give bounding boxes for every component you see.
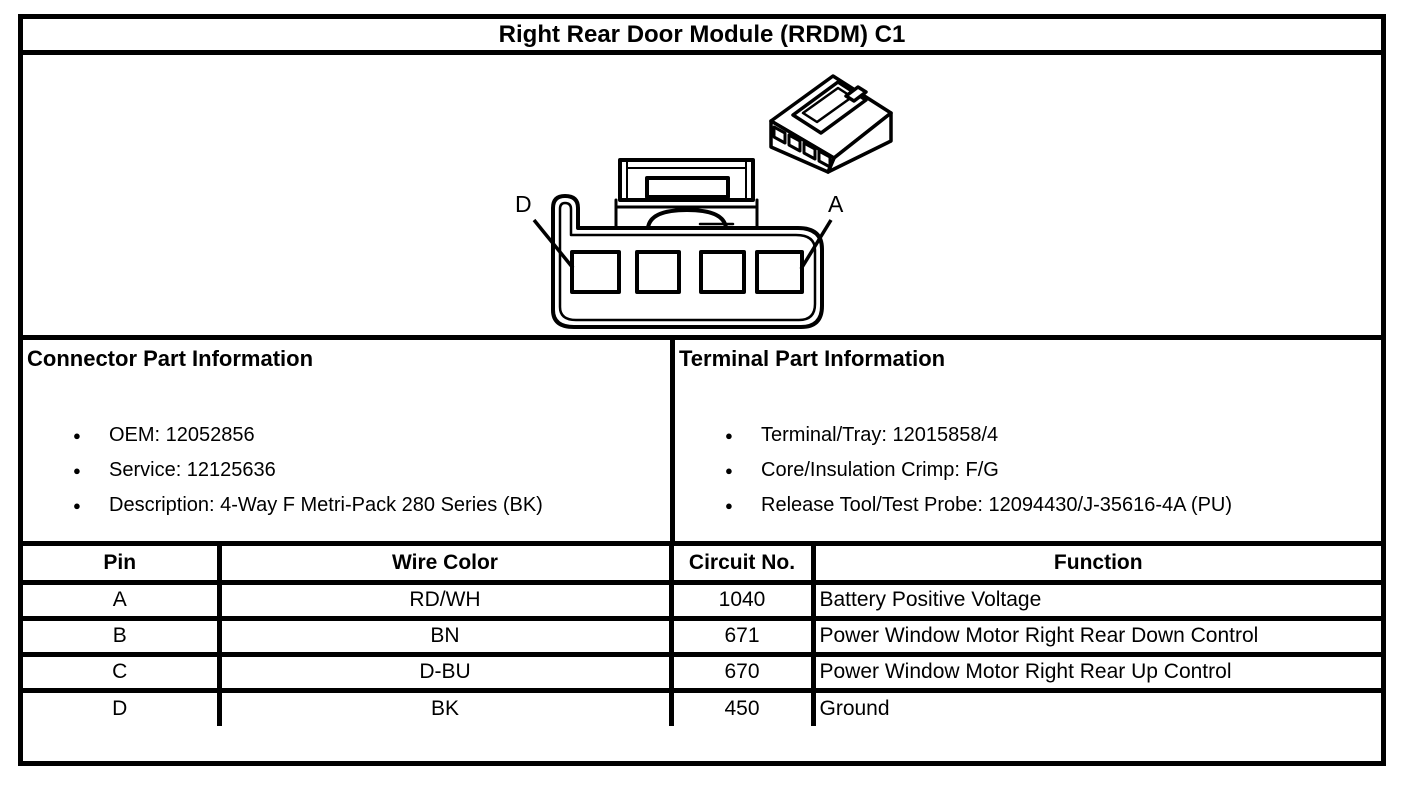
circuit-no-cell: 670: [668, 651, 816, 693]
info-item-text: Terminal/Tray: 12015858/4: [761, 424, 999, 446]
pin-table: Pin Wire Color Circuit No. Function A RD…: [20, 543, 1384, 729]
list-item: ● Description: 4-Way F Metri-Pack 280 Se…: [27, 488, 668, 523]
terminal-part-info-panel: Terminal Part Information ● Terminal/Tra…: [675, 340, 1381, 541]
pin-label-d: D: [515, 191, 532, 217]
iso-cavities: [772, 125, 832, 169]
iso-cavity: [787, 133, 802, 153]
connector-info-list: ● OEM: 12052856 ● Service: 12125636 ● De…: [27, 418, 668, 523]
pin-label-a: A: [828, 191, 844, 217]
page-title: Right Rear Door Module (RRDM) C1: [23, 19, 1381, 55]
bullet-icon: ●: [725, 498, 733, 513]
pin-cell: B: [20, 615, 222, 657]
list-item: ● Terminal/Tray: 12015858/4: [679, 418, 1379, 453]
header-wire-color: Wire Color: [216, 543, 674, 585]
wire-color-cell: D-BU: [216, 651, 674, 693]
document-frame: Right Rear Door Module (RRDM) C1: [18, 14, 1386, 766]
function-cell: Battery Positive Voltage: [810, 579, 1384, 621]
list-item: ● Core/Insulation Crimp: F/G: [679, 453, 1379, 488]
terminal-info-list: ● Terminal/Tray: 12015858/4 ● Core/Insul…: [679, 418, 1379, 523]
connector-diagram: D A: [515, 74, 893, 329]
bullet-icon: ●: [73, 463, 81, 478]
info-item-text: Service: 12125636: [109, 459, 276, 481]
connector-body-inner-line: [558, 201, 817, 322]
iso-cavity: [772, 125, 787, 145]
cavity-a: [755, 250, 804, 294]
connector-info-heading: Connector Part Information: [27, 346, 314, 371]
iso-latch-knob: [844, 85, 868, 103]
header-circuit-no: Circuit No.: [668, 543, 816, 585]
bullet-icon: ●: [73, 498, 81, 513]
terminal-cavities: [570, 250, 804, 294]
cavity-b: [699, 250, 746, 294]
info-item-text: Description: 4-Way F Metri-Pack 280 Seri…: [109, 494, 543, 516]
list-item: ● Service: 12125636: [27, 453, 668, 488]
pin-cell: A: [20, 579, 222, 621]
circuit-no-cell: 450: [668, 687, 816, 729]
header-function: Function: [810, 543, 1384, 585]
circuit-no-cell: 671: [668, 615, 816, 657]
table-row: B BN 671 Power Window Motor Right Rear D…: [20, 615, 1384, 657]
circuit-no-cell: 1040: [668, 579, 816, 621]
function-cell: Power Window Motor Right Rear Down Contr…: [810, 615, 1384, 657]
table-row: C D-BU 670 Power Window Motor Right Rear…: [20, 651, 1384, 693]
wire-color-cell: RD/WH: [216, 579, 674, 621]
cavity-c: [635, 250, 681, 294]
iso-cavity: [802, 141, 817, 161]
lock-arch: [646, 208, 728, 230]
connector-body-outline: [551, 194, 824, 329]
front-connector-view: [551, 158, 824, 329]
pin-callouts: D A: [515, 191, 844, 270]
leader-line-a: [799, 219, 833, 270]
list-item: ● OEM: 12052856: [27, 418, 668, 453]
leader-line-d: [532, 218, 575, 270]
header-pin: Pin: [20, 543, 222, 585]
table-row: D BK 450 Ground: [20, 687, 1384, 729]
function-cell: Ground: [810, 687, 1384, 729]
pin-cell: D: [20, 687, 222, 729]
wire-color-cell: BK: [216, 687, 674, 729]
function-cell: Power Window Motor Right Rear Up Control: [810, 651, 1384, 693]
connector-part-info-panel: Connector Part Information ● OEM: 120528…: [23, 340, 675, 541]
list-item: ● Release Tool/Test Probe: 12094430/J-35…: [679, 488, 1379, 523]
lock-tab-slot: [645, 176, 730, 199]
pin-cell: C: [20, 651, 222, 693]
wire-color-cell: BN: [216, 615, 674, 657]
bullet-icon: ●: [73, 428, 81, 443]
info-item-text: Release Tool/Test Probe: 12094430/J-3561…: [761, 494, 1233, 516]
table-row: A RD/WH 1040 Battery Positive Voltage: [20, 579, 1384, 621]
bullet-icon: ●: [725, 463, 733, 478]
info-item-text: Core/Insulation Crimp: F/G: [761, 459, 999, 481]
part-information-section: Connector Part Information ● OEM: 120528…: [23, 340, 1381, 546]
isometric-connector-icon: [769, 74, 893, 174]
terminal-info-heading: Terminal Part Information: [679, 346, 946, 371]
connector-diagram-section: D A: [23, 55, 1381, 340]
table-header-row: Pin Wire Color Circuit No. Function: [20, 543, 1384, 585]
info-item-text: OEM: 12052856: [109, 424, 255, 446]
iso-cavity: [817, 149, 832, 169]
cavity-d: [570, 250, 621, 294]
bullet-icon: ●: [725, 428, 733, 443]
